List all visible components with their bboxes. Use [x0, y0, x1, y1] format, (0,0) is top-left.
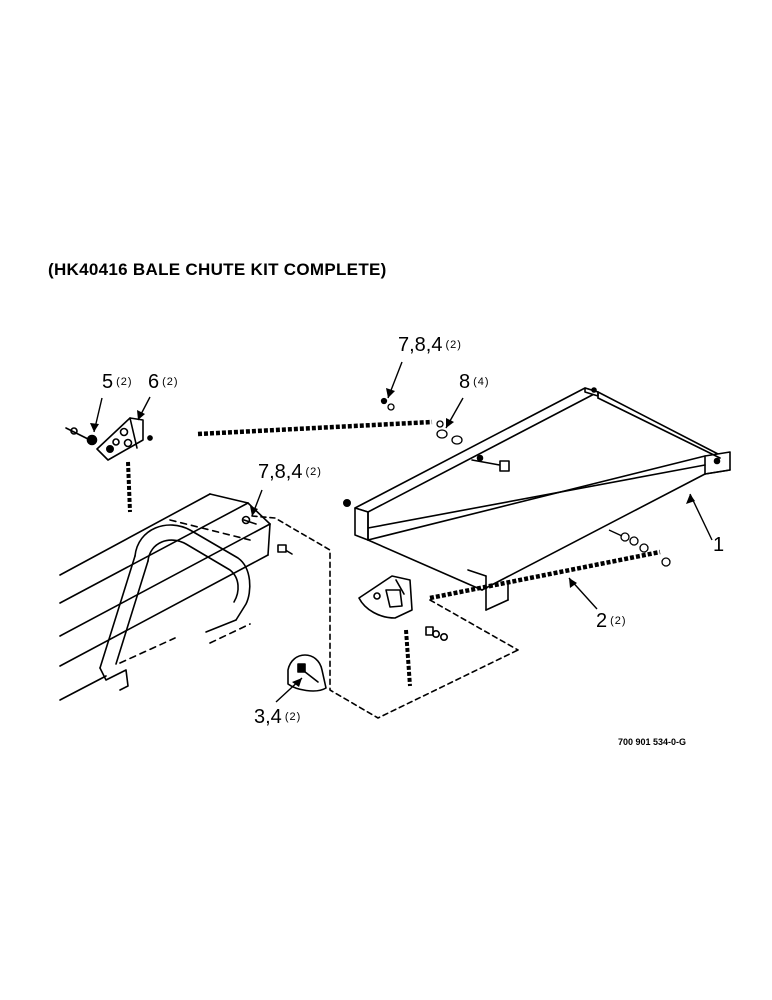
- callout-label: 6: [148, 371, 160, 393]
- callout-part-6: 6(2): [148, 372, 179, 392]
- callout-label: 7,8,4: [398, 334, 443, 356]
- callout-qty: (4): [473, 376, 490, 388]
- callout-label: 7,8,4: [258, 461, 303, 483]
- callout-qty: (2): [610, 615, 627, 627]
- upper-chain-bracket: [96, 417, 144, 461]
- vertical-chain-upper: [126, 461, 132, 513]
- callout-qty: (2): [284, 711, 302, 723]
- vertical-chain-lower: [404, 629, 412, 687]
- baler-frame-rail: [59, 493, 271, 701]
- callout-label: 1: [713, 534, 725, 556]
- leader-1: [689, 493, 713, 541]
- bale-chute-part: [342, 387, 731, 611]
- callout-label: 8: [459, 371, 471, 393]
- callout-part-7-8-4-top: 7,8,4(2): [398, 335, 462, 355]
- diagram-title: (HK40416 BALE CHUTE KIT COMPLETE): [48, 260, 387, 279]
- callout-label: 2: [596, 610, 608, 632]
- callout-part-8: 8(4): [459, 372, 490, 392]
- drawing-number: 700 901 534-0-G: [618, 737, 687, 747]
- callout-part-2: 2(2): [596, 611, 627, 631]
- callout-part-3-4: 3,4(2): [254, 707, 301, 727]
- lower-chain: [429, 529, 671, 601]
- frame-bolt: [241, 515, 293, 555]
- callout-part-5: 5(2): [102, 372, 133, 392]
- chute-bolt: [471, 454, 510, 472]
- callout-label: 5: [102, 371, 114, 393]
- callout-qty: (2): [162, 376, 179, 388]
- upper-chain: [147, 397, 463, 445]
- callout-qty: (2): [445, 339, 462, 351]
- lower-chain-bracket: [358, 575, 413, 619]
- assembly-outline: [251, 515, 519, 719]
- callout-qty: (2): [305, 466, 322, 478]
- callout-label: 3,4: [254, 706, 282, 728]
- lower-hardware-stack: [425, 626, 448, 641]
- callout-part-7-8-4-mid: 7,8,4(2): [258, 462, 322, 482]
- callout-part-1: 1: [713, 535, 727, 555]
- nut-and-washer: [65, 427, 98, 446]
- callout-qty: (2): [116, 376, 133, 388]
